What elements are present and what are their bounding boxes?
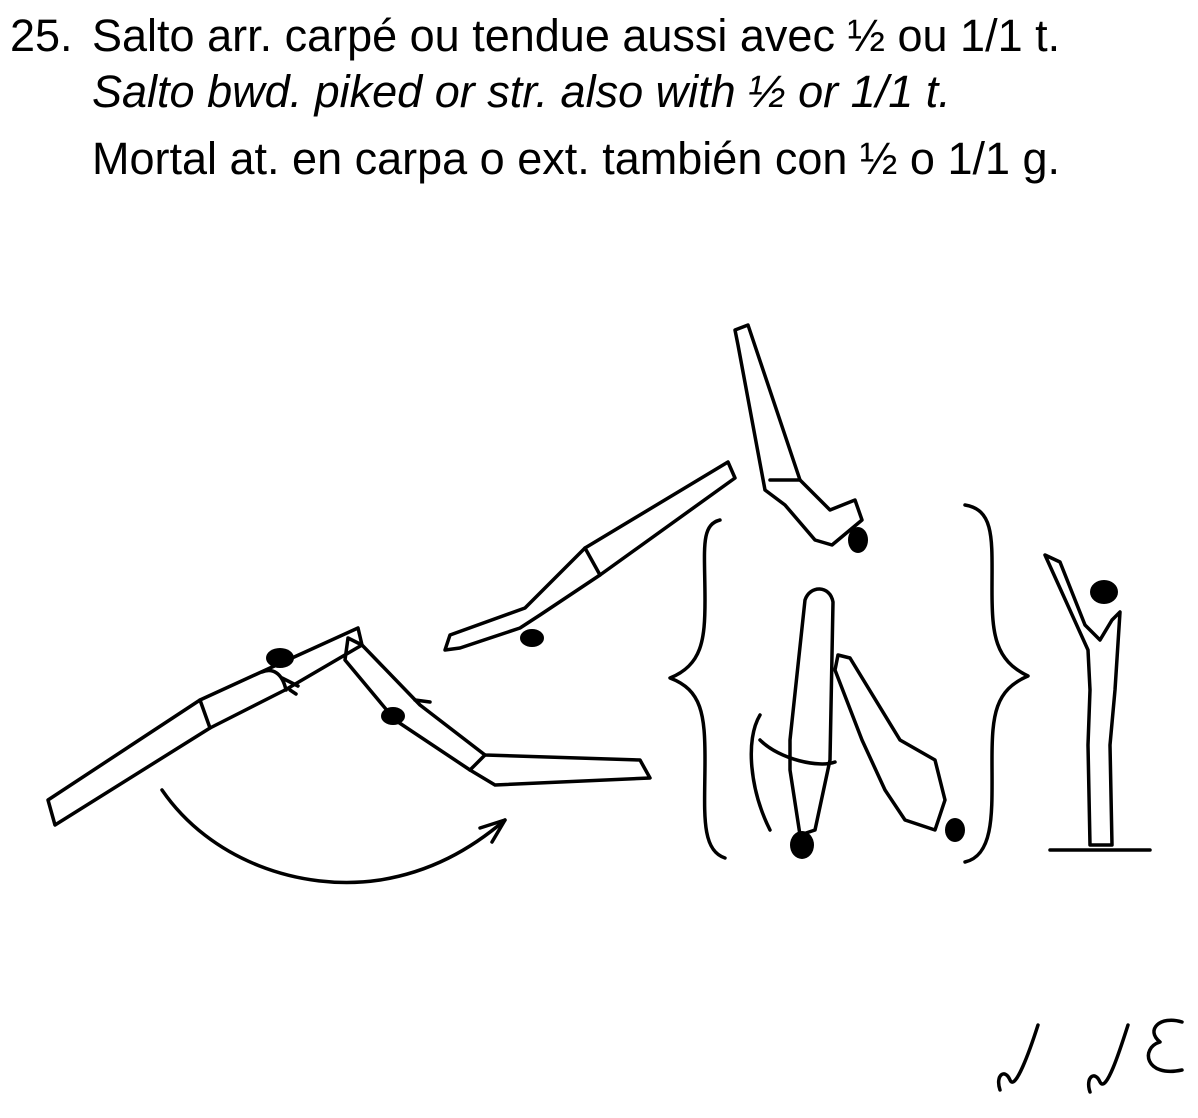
handwritten-difficulty-symbols-icon: [999, 1020, 1182, 1092]
gymnast-figure-twist-pike: [835, 655, 965, 842]
gymnast-figure-top: [735, 325, 868, 553]
gymnast-figure-rising: [445, 462, 735, 650]
gymnast-figure-pike: [345, 638, 650, 785]
gymnast-figure-takeoff: [48, 628, 362, 825]
rotation-arrow-icon: [162, 790, 505, 882]
right-brace-icon: [965, 505, 1028, 862]
gymnast-figure-landing: [1045, 555, 1150, 850]
left-brace-icon: [670, 520, 725, 858]
gymnast-figure-twist-straight: [751, 589, 835, 859]
